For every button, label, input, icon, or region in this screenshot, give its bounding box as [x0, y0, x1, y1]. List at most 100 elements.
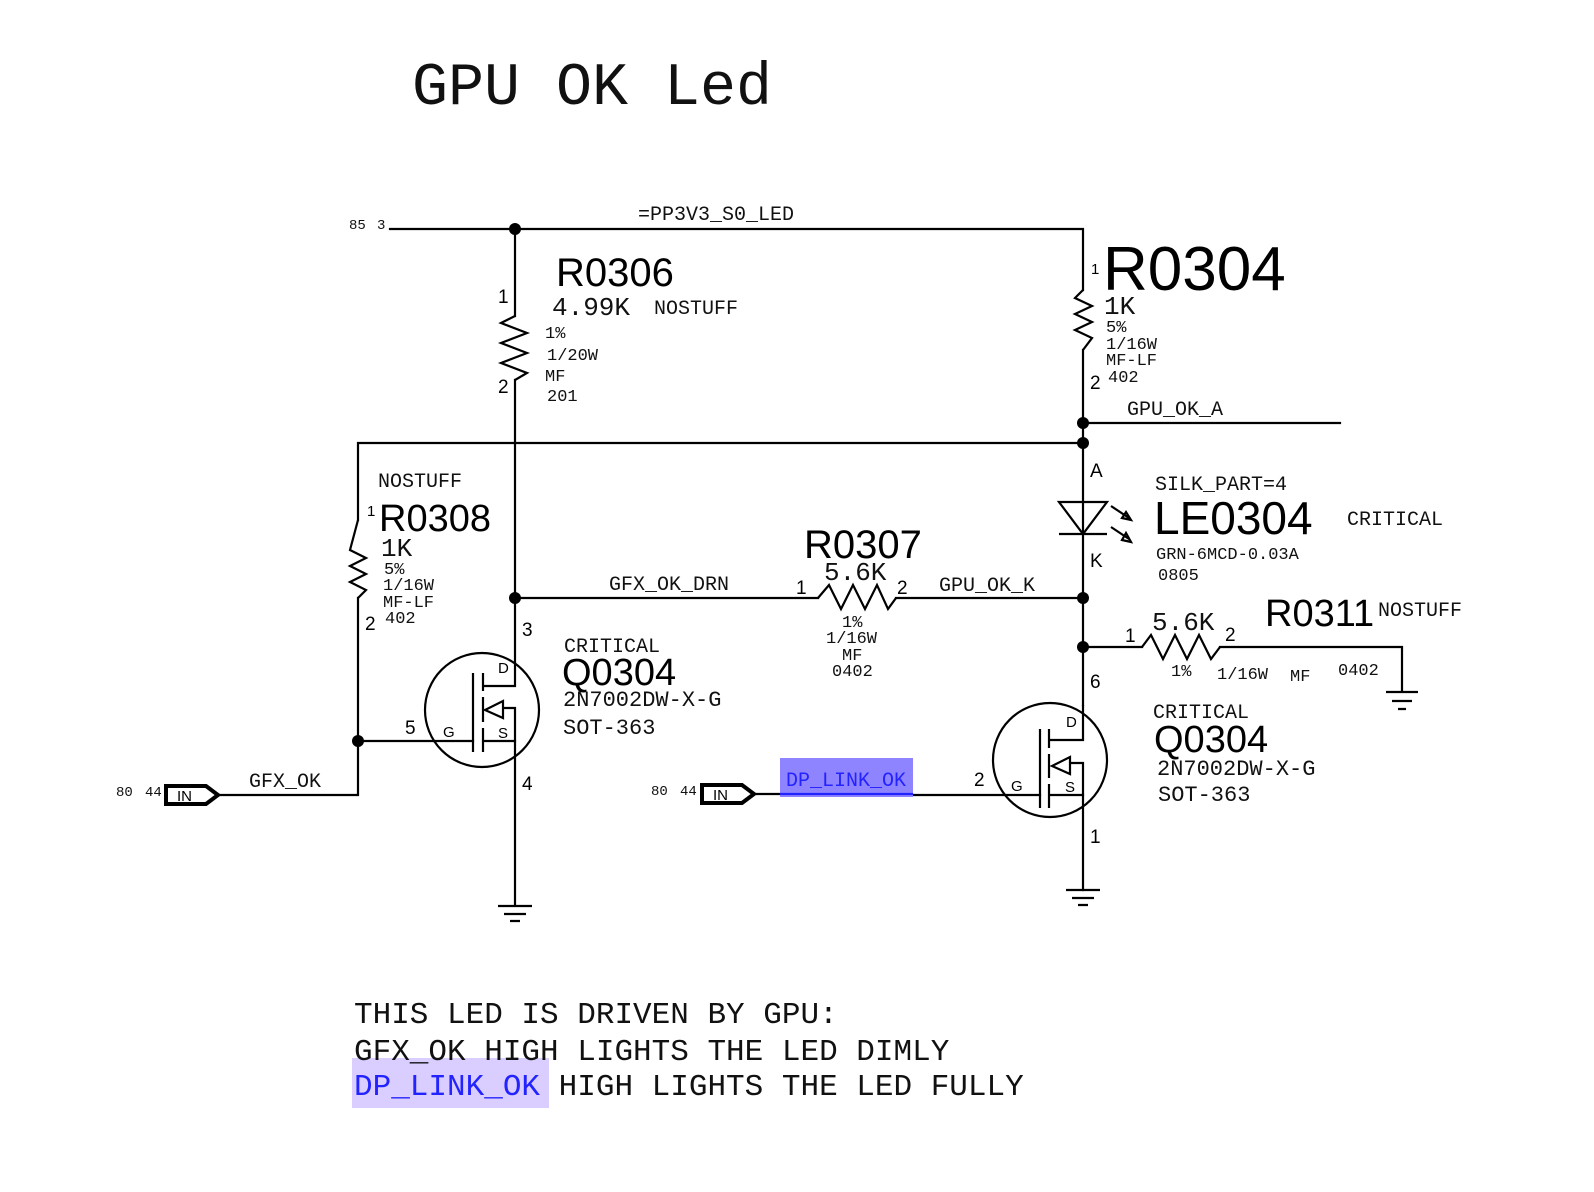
net-label-gpu-ok-a[interactable]: GPU_OK_A — [1127, 399, 1223, 422]
package-r0308: 402 — [385, 610, 416, 629]
package-q0304-b: SOT-363 — [1158, 783, 1250, 808]
pin-number: 1 — [1125, 626, 1136, 647]
pin-number-drain: 3 — [522, 620, 533, 641]
note-line-2: GFX_OK HIGH LIGHTS THE LED DIMLY — [354, 1035, 950, 1070]
wire-r0308-to-anode[interactable] — [356, 437, 1089, 522]
note-line-3: DP_LINK_OK HIGH LIGHTS THE LED FULLY — [354, 1070, 1024, 1105]
resistor-r0307[interactable] — [817, 582, 897, 612]
power-r0306: 1/20W — [547, 347, 599, 366]
type-r0304: MF-LF — [1106, 352, 1157, 371]
mosfet-body-diode-arrow-icon — [1049, 755, 1072, 776]
junction-dot — [352, 735, 364, 747]
port-direction: IN — [177, 788, 192, 805]
net-label-gpu-ok-k[interactable]: GPU_OK_K — [939, 575, 1035, 598]
refdes-r0307: R0307 — [804, 523, 922, 567]
value-r0308: 1K — [381, 534, 413, 564]
refdes-le0304: LE0304 — [1154, 492, 1313, 544]
package-r0307: 0402 — [832, 663, 873, 682]
pin-number: 1 — [796, 578, 807, 599]
pin-number: 2 — [498, 377, 509, 398]
type-r0307: MF — [842, 647, 862, 666]
option-r0308: NOSTUFF — [378, 471, 462, 494]
mosfet-q0304-a[interactable] — [352, 598, 541, 907]
junction-dot — [1077, 437, 1089, 449]
offpage-ref-page: 80 — [116, 785, 133, 801]
net-label-gfx-ok-drn[interactable]: GFX_OK_DRN — [609, 574, 729, 597]
terminal-label-source: S — [498, 725, 508, 742]
pin-number: 2 — [897, 578, 908, 599]
pin-number-source: 1 — [1090, 827, 1101, 848]
resistor-r0308[interactable] — [218, 519, 369, 797]
ground-icon — [498, 904, 532, 923]
mosfet-source — [483, 706, 517, 743]
offpage-ref-zone: 3 — [377, 218, 385, 234]
led-le0304[interactable] — [1056, 500, 1134, 544]
resistor-r0311[interactable] — [1077, 596, 1404, 707]
terminal-label-source: S — [1065, 779, 1075, 796]
ground-icon — [1066, 888, 1100, 907]
refdes-q0304-b: Q0304 — [1154, 719, 1268, 761]
net-label-pp3v3[interactable]: =PP3V3_S0_LED — [638, 204, 794, 227]
type-r0308: MF-LF — [383, 594, 434, 613]
pin-number-gate: 5 — [405, 718, 416, 739]
input-port-icon — [700, 783, 758, 805]
refdes-r0308: R0308 — [379, 498, 491, 540]
net-label-dp-link-ok[interactable]: DP_LINK_OK — [786, 770, 906, 793]
tolerance-r0308: 5% — [384, 561, 405, 580]
part-q0304-b: 2N7002DW-X-G — [1157, 757, 1315, 782]
note-line-1: THIS LED IS DRIVEN BY GPU: — [354, 998, 838, 1033]
offpage-ref-zone: 44 — [680, 784, 697, 800]
pin-number: 1 — [367, 503, 375, 520]
pin-number-drain: 6 — [1090, 672, 1101, 693]
refdes-r0304: R0304 — [1103, 235, 1286, 304]
tolerance-r0307: 1% — [842, 614, 863, 633]
package-le0304: 0805 — [1158, 567, 1199, 586]
mosfet-body-diode-arrow-icon — [482, 699, 505, 720]
power-r0304: 1/16W — [1106, 336, 1158, 355]
option-le0304: CRITICAL — [1347, 509, 1443, 532]
refdes-r0306: R0306 — [556, 251, 674, 295]
net-label-gfx-ok[interactable]: GFX_OK — [249, 771, 321, 794]
led-diode-icon — [1056, 500, 1110, 536]
package-r0306: 201 — [547, 388, 578, 407]
tolerance-r0306: 1% — [545, 325, 566, 344]
refdes-q0304-a: Q0304 — [562, 652, 676, 694]
port-direction: IN — [713, 787, 728, 804]
resistor-symbol-icon — [1072, 289, 1095, 351]
wire — [356, 441, 1085, 522]
package-r0311: 0402 — [1338, 662, 1379, 681]
pin-number: 1 — [498, 287, 509, 308]
option-q0304-a: CRITICAL — [564, 636, 660, 659]
sheet-title: GPU OK Led — [412, 55, 772, 123]
offpage-ref-page: 85 — [349, 218, 366, 234]
net-selection-highlight — [780, 758, 913, 797]
mosfet-source — [1049, 761, 1085, 797]
pin-number: 2 — [1225, 625, 1236, 646]
net-pp3v3-s0-led[interactable] — [388, 223, 1085, 292]
wire-pp3v3[interactable] — [388, 227, 1085, 292]
tolerance-r0304: 5% — [1106, 319, 1127, 338]
resistor-symbol-icon — [817, 582, 897, 612]
light-emission-arrow-icon — [1110, 505, 1134, 522]
part-q0304-a: 2N7002DW-X-G — [563, 688, 721, 713]
power-r0308: 1/16W — [383, 577, 435, 596]
mosfet-q0304-b[interactable] — [910, 701, 1109, 892]
power-r0307: 1/16W — [826, 630, 878, 649]
net-gpu-ok-a[interactable] — [1077, 417, 1342, 429]
junction-dot — [1077, 417, 1089, 429]
pin-number: 1 — [1091, 261, 1099, 278]
type-r0306: MF — [545, 368, 565, 387]
pin-number: 2 — [365, 614, 376, 635]
light-emission-arrow-icon — [1110, 526, 1134, 544]
resistor-r0304[interactable] — [1072, 289, 1095, 600]
option-r0311: NOSTUFF — [1378, 600, 1462, 623]
note-highlight-text: DP_LINK_OK — [354, 1070, 540, 1105]
port-gfx-ok-in[interactable]: IN — [164, 784, 222, 806]
offpage-ref-page: 80 — [651, 784, 668, 800]
pin-label-anode: A — [1090, 461, 1103, 482]
resistor-r0306[interactable] — [497, 227, 531, 600]
value-r0304: 1K — [1104, 292, 1136, 322]
package-r0304: 402 — [1108, 369, 1139, 388]
mosfet-drain — [483, 598, 517, 688]
option-r0306: NOSTUFF — [654, 298, 738, 321]
